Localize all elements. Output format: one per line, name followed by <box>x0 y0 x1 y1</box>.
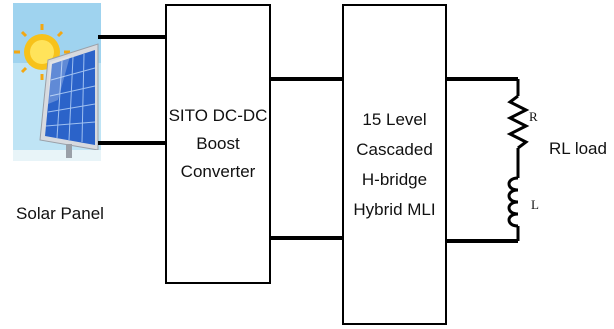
converter-line-1: SITO DC-DC <box>168 106 268 125</box>
solar-panel-icon <box>13 3 101 161</box>
inductor-symbol <box>507 176 519 228</box>
inductor-label: L <box>531 197 539 212</box>
inverter-line-1: 15 Level <box>362 109 427 129</box>
inverter-line-4: Hybrid MLI <box>353 199 436 219</box>
sun-icon <box>14 24 70 80</box>
resistor-symbol <box>506 94 530 150</box>
connection-wires <box>98 35 518 243</box>
inverter-label: 15 Level Cascaded H-bridge Hybrid MLI <box>343 5 446 324</box>
converter-label: SITO DC-DC Boost Converter <box>166 5 270 283</box>
rl-load <box>506 79 530 241</box>
inverter-block <box>342 4 447 325</box>
solar-panel-label: Solar Panel <box>16 204 104 223</box>
converter-line-3: Converter <box>180 162 256 181</box>
rl-load-label: RL load <box>549 139 607 158</box>
inverter-line-3: H-bridge <box>361 169 428 189</box>
resistor-label: R <box>529 109 538 124</box>
converter-block <box>165 4 271 284</box>
inverter-line-2: Cascaded <box>356 139 433 159</box>
converter-line-2: Boost <box>196 134 240 153</box>
